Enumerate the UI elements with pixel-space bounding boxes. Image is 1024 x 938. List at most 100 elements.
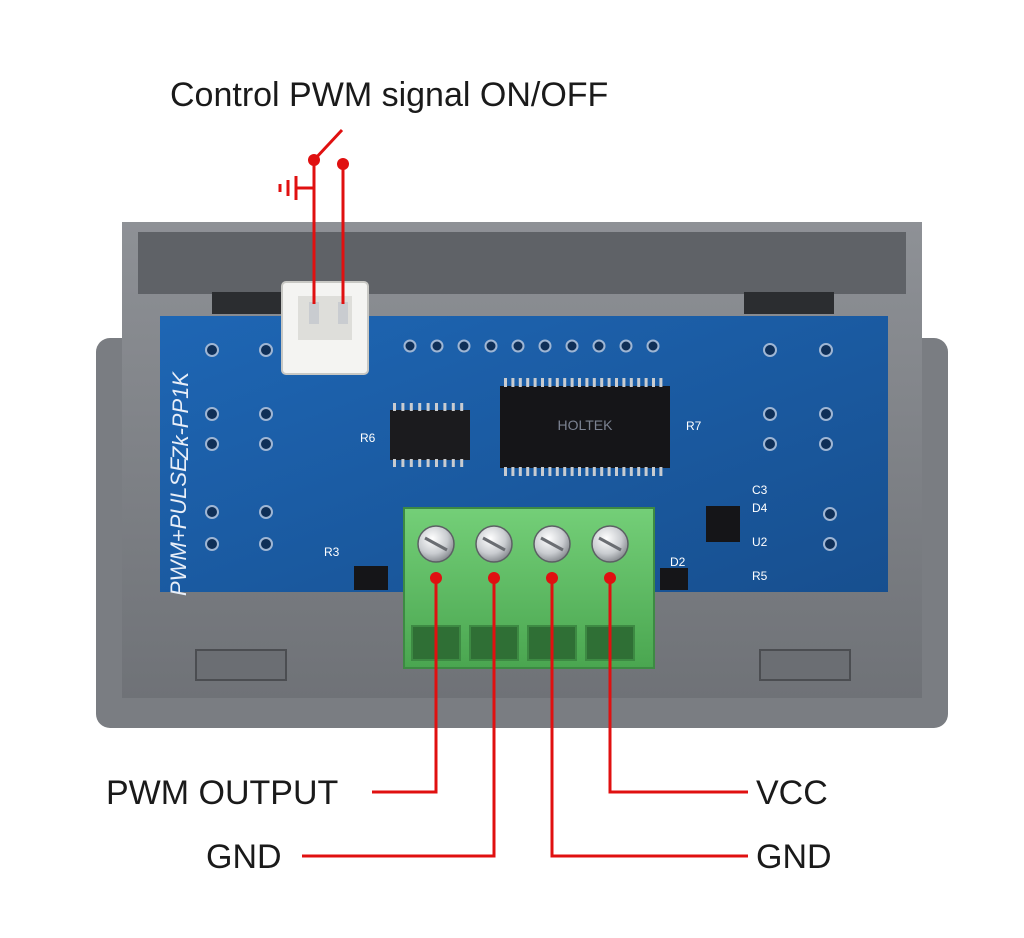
ic-pin — [644, 467, 648, 476]
ic-pins — [393, 378, 663, 476]
ic-pin — [592, 378, 596, 387]
silk-r6: R6 — [360, 431, 376, 445]
leader-vcc — [608, 578, 748, 794]
pcb-vias — [205, 339, 837, 551]
ic-pin — [426, 459, 430, 467]
via — [259, 343, 273, 357]
via — [538, 339, 552, 353]
ic-pin — [443, 459, 447, 467]
screw-slot — [598, 536, 622, 552]
leader-gnd-left — [302, 578, 496, 858]
via — [205, 537, 219, 551]
ic-pin — [629, 467, 633, 476]
ic-pin — [435, 403, 438, 411]
via — [565, 339, 579, 353]
label-gnd-left: GND — [206, 838, 282, 876]
ic-pin — [578, 467, 581, 476]
dot-vcc — [604, 572, 616, 584]
via — [205, 437, 219, 451]
ic-pin — [418, 403, 422, 411]
via — [205, 505, 219, 519]
via — [819, 437, 833, 451]
ic-pin — [504, 467, 507, 476]
via — [403, 339, 417, 353]
jst-pin — [309, 302, 319, 324]
via — [457, 339, 471, 353]
via — [205, 407, 219, 421]
ic-pin — [570, 378, 574, 387]
ic-pin — [659, 378, 663, 387]
ic-pin — [418, 459, 422, 467]
dot-gnd-left — [488, 572, 500, 584]
via — [259, 505, 273, 519]
terminal-block — [403, 507, 655, 669]
jst-connector — [281, 281, 369, 375]
silk-d2: D2 — [670, 555, 686, 569]
via — [823, 537, 837, 551]
ic-pin — [637, 467, 641, 476]
ic-pin — [451, 403, 455, 411]
ic-pin — [541, 467, 544, 476]
leader-gnd-right — [550, 578, 748, 858]
diode-d1 — [354, 566, 388, 590]
via — [646, 339, 660, 353]
via — [823, 507, 837, 521]
case-tab-right — [759, 649, 851, 681]
ic-pin — [511, 378, 515, 387]
ic-pin — [615, 467, 618, 476]
silk-r7: R7 — [686, 419, 702, 433]
ic-pin — [644, 378, 648, 387]
ic-pin — [401, 403, 405, 411]
ic-pin — [526, 467, 530, 476]
ic-pin — [600, 467, 604, 476]
via — [592, 339, 606, 353]
ic-pin — [570, 467, 574, 476]
case-tab-left — [195, 649, 287, 681]
ic-pin — [652, 378, 655, 387]
ic-small — [390, 410, 470, 460]
dot-gnd-right — [546, 572, 558, 584]
ic-pin — [504, 378, 507, 387]
via — [484, 339, 498, 353]
ic-pin — [409, 459, 413, 467]
ic-pin — [578, 378, 581, 387]
via — [259, 407, 273, 421]
board-sublabel: PWM+PULSE — [166, 457, 191, 596]
ic-pin — [393, 403, 396, 411]
ic-pin — [511, 467, 515, 476]
ic-pin — [615, 378, 618, 387]
ic-pin — [533, 378, 537, 387]
screw-slot — [482, 536, 506, 552]
label-vcc: VCC — [756, 774, 828, 812]
ic-pin — [526, 378, 530, 387]
silk-c3: C3 — [752, 483, 768, 497]
wire-leaders — [278, 128, 748, 858]
label-gnd-right: GND — [756, 838, 832, 876]
via — [259, 437, 273, 451]
via — [430, 339, 444, 353]
silk-r3: R3 — [324, 545, 340, 559]
leader-pwm-output — [372, 578, 438, 794]
ic-pin — [585, 378, 589, 387]
via — [819, 343, 833, 357]
via — [511, 339, 525, 353]
via — [763, 437, 777, 451]
switch-contact-right — [337, 158, 349, 170]
jst-pin — [338, 302, 348, 324]
ic-pin — [563, 378, 567, 387]
screw-slot — [424, 536, 448, 552]
ic-pin — [607, 467, 611, 476]
via — [619, 339, 633, 353]
ic-pin — [585, 467, 589, 476]
via — [819, 407, 833, 421]
case-inner-top-wall — [138, 232, 906, 294]
via — [259, 537, 273, 551]
ic-pin — [622, 467, 626, 476]
ic-pin — [563, 467, 567, 476]
ic-pin — [659, 467, 663, 476]
ic-pin — [518, 378, 522, 387]
ic-pin — [451, 459, 455, 467]
ic-pin — [409, 403, 413, 411]
